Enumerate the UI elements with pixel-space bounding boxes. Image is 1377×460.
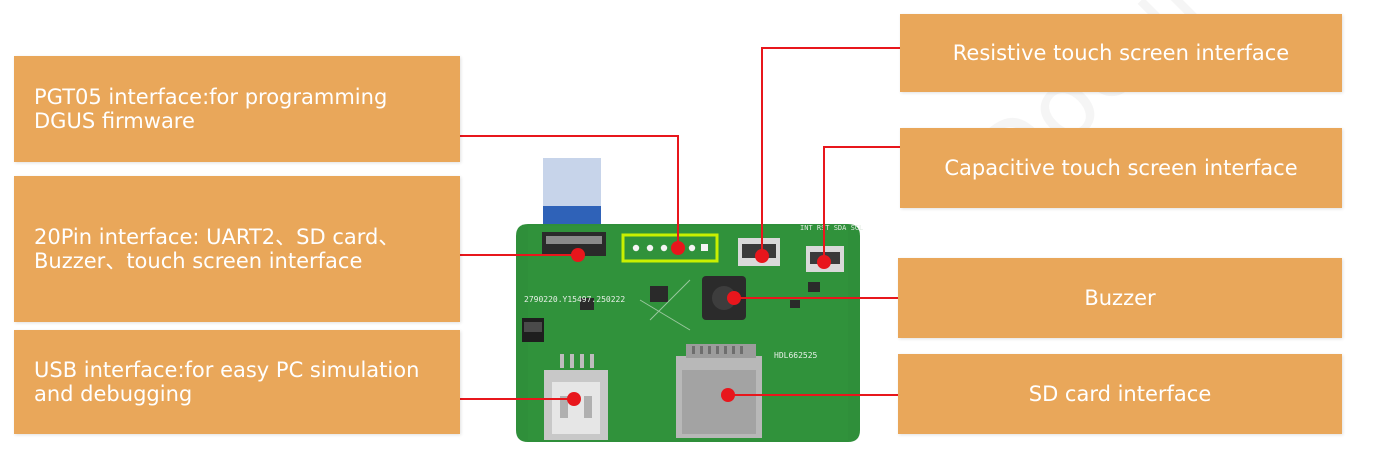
label-usb-text: USB interface:for easy PC simulation and… [34,358,420,406]
usb-pins [560,354,594,368]
label-buzzer: Buzzer [898,258,1342,338]
leader-dot-pgt05 [671,241,685,255]
label-usb: USB interface:for easy PC simulation and… [14,330,460,434]
label-resistive: Resistive touch screen interface [900,14,1342,92]
leader-dot-sdcard [721,388,735,402]
board-model-text: HDL662525 [774,351,818,360]
label-pgt05: PGT05 interface:for programming DGUS fir… [14,56,460,162]
label-20pin-text: 20Pin interface: UART2、SD card、 Buzzer、t… [34,225,400,273]
leader-dot-buzzer [727,291,741,305]
label-sdcard-text: SD card interface [1028,382,1212,406]
label-capacitive: Capacitive touch screen interface [900,128,1342,208]
leader-dot-resistive [755,249,769,263]
label-capacitive-text: Capacitive touch screen interface [944,156,1298,180]
pgt05-highlight-box [621,233,719,263]
label-sdcard: SD card interface [898,354,1342,434]
svg-text:INT RST SDA SCL: INT RST SDA SCL [800,224,863,232]
leader-dot-capacitive [817,255,831,269]
leader-line-resistive [761,47,900,256]
leader-line-capacitive [823,146,900,262]
leader-dot-usb [567,392,581,406]
label-pgt05-text: PGT05 interface:for programming DGUS fir… [34,85,388,133]
label-resistive-text: Resistive touch screen interface [952,41,1290,65]
board-serial-text: 2790220.Y15497.250222 [524,295,625,304]
leader-dot-20pin [571,248,585,262]
leader-line-pgt05 [460,135,679,248]
ribbon-cable [543,158,601,210]
label-buzzer-text: Buzzer [1084,286,1156,310]
label-20pin: 20Pin interface: UART2、SD card、 Buzzer、t… [14,176,460,322]
ribbon-cable-tip [543,206,601,228]
